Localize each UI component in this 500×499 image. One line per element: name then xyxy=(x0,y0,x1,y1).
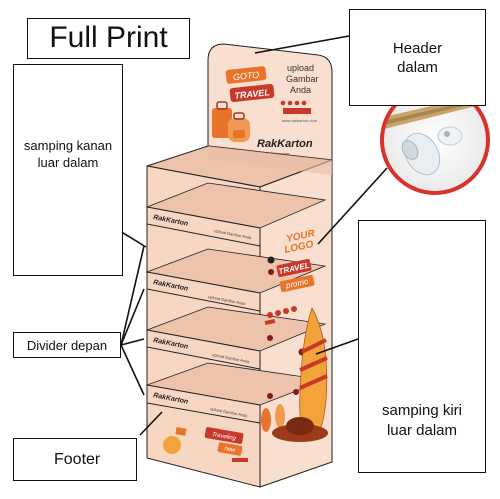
label-kanan-line-1: samping kanan xyxy=(23,138,113,153)
surfboard-icon xyxy=(299,307,328,441)
footer-panel-art: Traveling now xyxy=(163,427,248,462)
header-text-2: Gambar xyxy=(286,74,319,84)
label-samping-kiri: samping kiri luar dalam xyxy=(358,220,486,473)
fastener-dot xyxy=(267,256,275,264)
side-artwork: YOUR LOGO TRAVEL promo xyxy=(261,228,328,442)
label-kanan-line-2: luar dalam xyxy=(37,155,99,170)
label-header-line-2: dalam xyxy=(397,58,438,76)
header-text-3: Anda xyxy=(290,85,311,95)
label-header-dalam: Header dalam xyxy=(349,9,486,106)
label-kiri-line-1: samping kiri xyxy=(381,402,463,419)
header-brand-sub: Solusium xyxy=(273,151,290,156)
diagram-title: Full Print xyxy=(27,18,190,59)
label-divider-depan: Divider depan xyxy=(13,332,121,358)
header-badge-travel: TRAVEL xyxy=(234,87,270,101)
header-url: www.rakkarton.com xyxy=(282,118,318,123)
header-badge-goto: GOTO xyxy=(232,70,259,83)
footer-badge-2: now xyxy=(224,446,237,454)
header-text-1: upload xyxy=(287,63,314,73)
header-panel: GOTO TRAVEL upload Gambar Anda www.rakka… xyxy=(207,43,333,161)
hat-icon xyxy=(272,417,328,442)
luggage-icon xyxy=(212,101,250,142)
label-samping-kanan: samping kanan luar dalam xyxy=(13,64,123,276)
footer-badge-1: Traveling xyxy=(211,432,237,442)
label-kiri-line-2: luar dalam xyxy=(386,422,458,439)
leader-lines xyxy=(111,35,388,436)
flip-flop-icon xyxy=(261,404,285,432)
header-brand: RakKarton xyxy=(257,138,313,150)
label-header-line-1: Header xyxy=(392,39,443,57)
label-footer: Footer xyxy=(13,438,137,481)
